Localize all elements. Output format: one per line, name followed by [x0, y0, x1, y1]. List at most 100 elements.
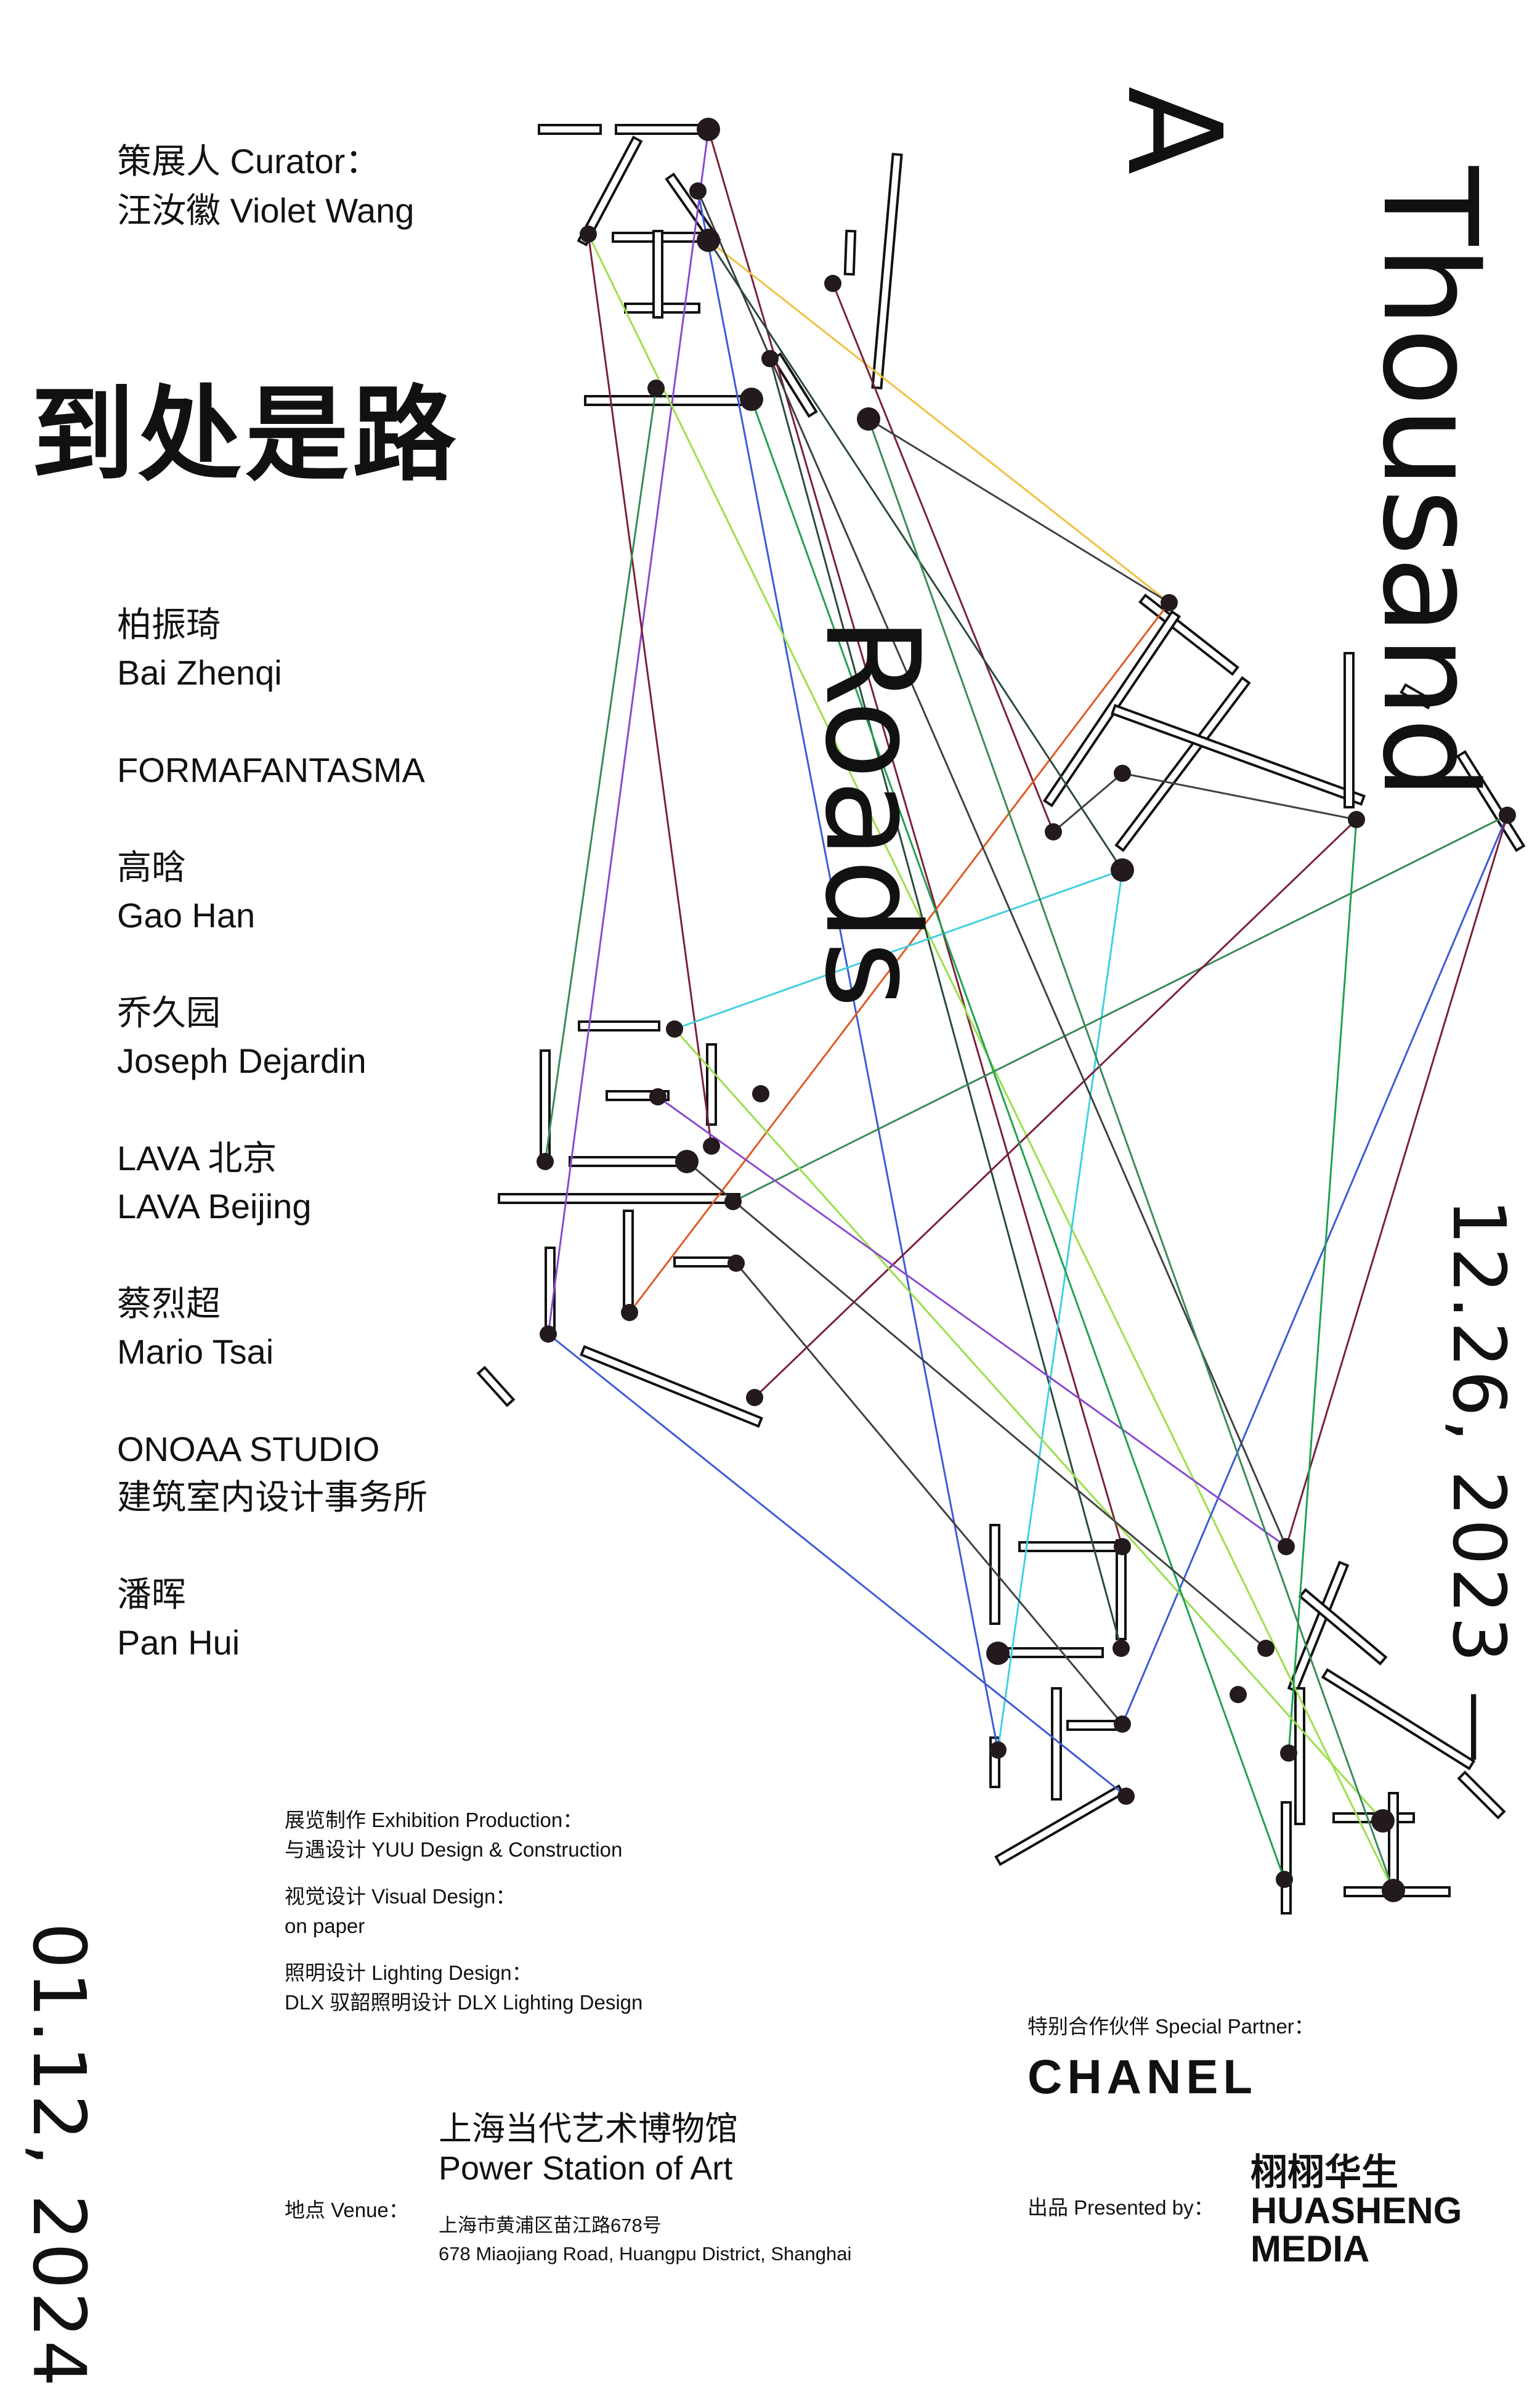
artwork-bar — [1343, 652, 1355, 808]
artist-name-en: 建筑室内设计事务所 — [117, 1478, 428, 1516]
artwork-bar — [1111, 704, 1366, 806]
artwork-connector-line — [708, 239, 1170, 604]
artwork-node — [1161, 594, 1178, 611]
title-english-a: A — [1098, 86, 1249, 175]
artwork-bar — [1298, 1588, 1388, 1666]
date-start: 12.26, 2023 — — [1437, 1199, 1522, 1766]
presenter-name-cn: 栩栩华生 — [1250, 2152, 1398, 2193]
artwork-node — [727, 1255, 745, 1272]
artwork-connector-line — [1285, 815, 1509, 1547]
artwork-connector-line — [686, 1160, 1266, 1650]
artwork-node — [649, 1088, 667, 1105]
credit-role: 视觉设计 Visual Design： — [285, 1885, 516, 1908]
artist-item: FORMAFANTASMA — [117, 698, 548, 794]
artwork-bar — [538, 124, 602, 135]
credit-name: on paper — [285, 1915, 365, 1937]
artist-name-en: Gao Han — [117, 896, 256, 935]
artwork-node — [675, 1150, 699, 1173]
artwork-node — [724, 1193, 742, 1210]
artwork-node — [1348, 811, 1365, 828]
artist-item: 柏振琦 Bai Zhenqi — [117, 601, 548, 697]
artwork-connector-line — [1053, 772, 1123, 833]
artist-item: 高晗 Gao Han — [117, 844, 548, 940]
artwork-node — [761, 350, 779, 367]
artwork-connector-line — [697, 190, 1287, 1547]
artwork-connector-line — [697, 190, 999, 1751]
artwork-connector-line — [707, 240, 1124, 871]
artwork-connector-line — [707, 129, 1124, 1547]
artwork-bar — [1138, 593, 1239, 676]
title-english-thousand: Thousand — [1354, 166, 1505, 800]
partner-label: 特别合作伙伴 Special Partner： — [1027, 2015, 1315, 2038]
network-artwork — [476, 118, 1526, 1915]
artwork-bar — [1018, 1541, 1125, 1552]
artwork-bar — [1281, 1801, 1292, 1915]
artwork-connector-line — [1287, 819, 1358, 1754]
artwork-node — [1257, 1640, 1275, 1657]
artwork-bar — [706, 1043, 717, 1126]
artwork-bar — [871, 152, 903, 390]
artist-name-en: Pan Hui — [117, 1623, 240, 1662]
curator-name: 汪汝徽 Violet Wang — [117, 191, 415, 230]
artwork-bar — [580, 1345, 763, 1428]
credit-exhibition-production: 展览制作 Exhibition Production： 与遇设计 YUU Des… — [285, 1805, 642, 1865]
artist-name-cn: LAVA 北京 — [117, 1139, 277, 1178]
artwork-bar — [615, 124, 703, 135]
artwork-node — [824, 275, 841, 292]
artist-item: LAVA 北京 LAVA Beijing — [117, 1134, 548, 1231]
artwork-connector-line — [867, 418, 1395, 1891]
artwork-node — [752, 1085, 769, 1102]
artwork-node — [986, 1642, 1010, 1665]
artwork-node — [1230, 1686, 1247, 1703]
curator-label: 策展人 Curator： — [117, 142, 380, 181]
artwork-bar — [1042, 609, 1181, 808]
artwork-node — [580, 226, 597, 243]
credit-name: DLX 驭韶照明设计 DLX Lighting Design — [285, 1991, 643, 2014]
artwork-bar — [1321, 1668, 1476, 1770]
artwork-connector-line — [750, 399, 1286, 1880]
venue-name-cn: 上海当代艺术博物馆 — [439, 2110, 738, 2147]
artwork-connector-line — [587, 234, 713, 1147]
artist-list: 柏振琦 Bai Zhenqi FORMAFANTASMA 高晗 Gao Han … — [117, 601, 548, 1716]
artwork-connector-line — [868, 418, 1170, 604]
artwork-connector-line — [657, 1096, 1287, 1548]
credit-role: 照明设计 Lighting Design： — [285, 1961, 532, 1984]
presenter-name-en-1: HUASHENG — [1250, 2190, 1462, 2231]
credit-name: 与遇设计 YUU Design & Construction — [285, 1838, 623, 1861]
artwork-node — [746, 1389, 763, 1406]
artwork-node — [740, 388, 763, 411]
artwork-node — [697, 118, 720, 141]
artwork-bar — [1294, 1687, 1305, 1825]
artist-name-cn: 潘晖 — [117, 1575, 186, 1614]
artwork-node — [537, 1153, 554, 1170]
artwork-node — [1114, 765, 1131, 782]
title-english-roads: Roads — [796, 616, 947, 1009]
artwork-node — [1499, 807, 1516, 824]
artwork-bar — [1400, 683, 1434, 710]
artwork-node — [1276, 1871, 1293, 1888]
artwork-connector-line — [769, 358, 1122, 1649]
presenter-label: 出品 Presented by： — [1027, 2196, 1214, 2219]
venue-address-cn: 上海市黄浦区苗江路678号 — [439, 2215, 662, 2236]
presenter-name-en-2: MEDIA — [1250, 2228, 1370, 2269]
artwork-bar — [673, 1256, 731, 1268]
artwork-connector-line — [1122, 772, 1357, 821]
artwork-bar — [569, 1156, 682, 1167]
artwork-connector-line — [548, 1333, 1127, 1797]
artwork-node — [1114, 1715, 1131, 1733]
artwork-connector-line — [997, 869, 1124, 1751]
date-end: 01.12, 2024 — [17, 1923, 102, 2389]
artwork-connector-line — [1121, 815, 1509, 1725]
artist-name-cn: ONOAA STUDIO — [117, 1430, 380, 1468]
artwork-bar — [989, 1524, 1000, 1625]
artwork-node — [647, 380, 665, 397]
artwork-connector-line — [544, 388, 657, 1162]
artwork-node — [1382, 1879, 1405, 1902]
credit-visual-design: 视觉设计 Visual Design： on paper — [285, 1882, 642, 1941]
artist-name-cn: 蔡烈超 — [117, 1284, 221, 1323]
artist-name-en: FORMAFANTASMA — [117, 751, 425, 789]
artwork-node — [1114, 1538, 1131, 1555]
artwork-bar — [476, 1365, 516, 1407]
artist-name-cn — [117, 698, 548, 746]
artwork-connector-line — [832, 283, 1055, 832]
